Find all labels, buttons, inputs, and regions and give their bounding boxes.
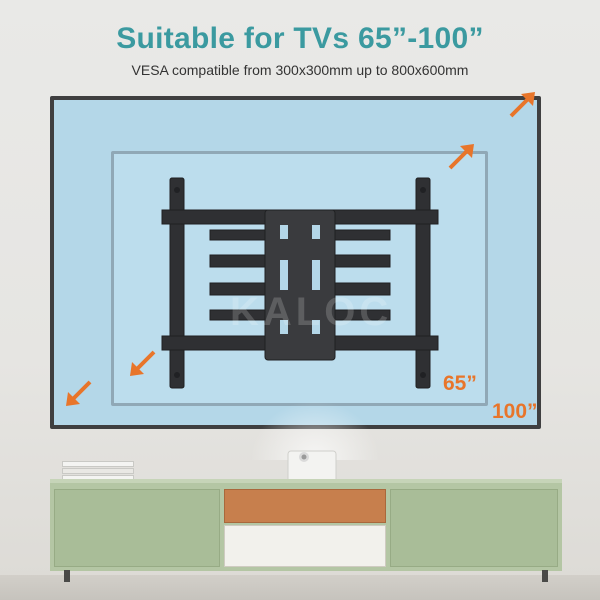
arrow-down-left-100-icon bbox=[66, 380, 92, 406]
cabinet-leg bbox=[64, 570, 70, 582]
arrow-up-right-65-icon bbox=[448, 144, 474, 170]
arrow-down-left-65-icon bbox=[130, 350, 156, 376]
cabinet-leg bbox=[542, 570, 548, 582]
headline: Suitable for TVs 65”-100” bbox=[116, 22, 484, 55]
watermark: KALOC bbox=[230, 290, 393, 334]
tv-cabinet bbox=[50, 483, 562, 571]
cabinet-door-right bbox=[390, 489, 558, 567]
projector-icon bbox=[287, 450, 337, 485]
tv-mount-bracket bbox=[161, 177, 439, 389]
subheadline: VESA compatible from 300x300mm up to 800… bbox=[131, 62, 469, 78]
projector-beam bbox=[250, 400, 380, 460]
floor bbox=[0, 575, 600, 600]
cabinet-top bbox=[50, 479, 562, 485]
size-label-65: 65” bbox=[443, 372, 477, 395]
cabinet-shelf-wood bbox=[224, 489, 386, 523]
cabinet-drawer bbox=[224, 525, 386, 567]
size-label-100: 100” bbox=[492, 400, 538, 423]
cabinet-door-left bbox=[54, 489, 220, 567]
arrow-up-right-100-icon bbox=[509, 92, 535, 118]
